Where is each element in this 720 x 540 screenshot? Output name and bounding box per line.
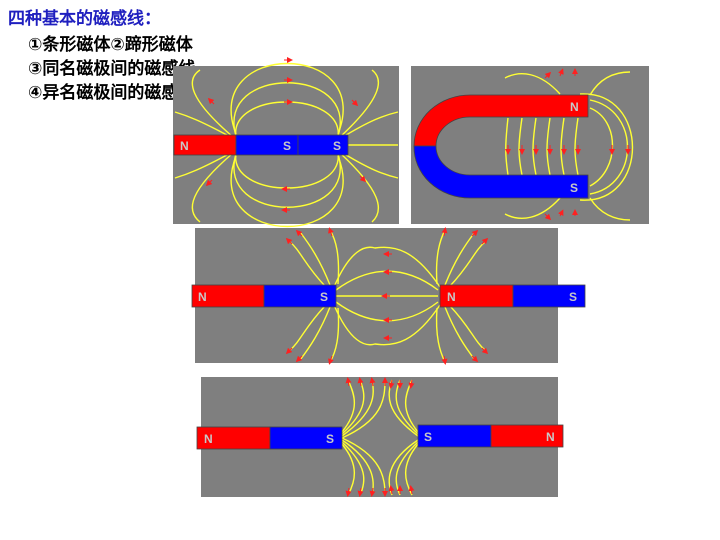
unlike-poles-figure: N S S N [196,377,564,497]
unlike-arrows [345,377,415,497]
unlike-right-s-label: S [424,430,432,444]
item-bar-horseshoe: ①条形磁体②蹄形磁体 [28,35,193,55]
like-left-n-label: N [198,290,207,304]
bar-magnet-figure: N S S [173,57,399,228]
panel-horseshoe [411,66,649,224]
page-title: 四种基本的磁感线： [8,9,161,29]
item-like-poles: ③同名磁极间的磁感线 [28,59,196,79]
unlike-left-south [269,426,343,450]
unlike-left-n-label: N [204,432,213,446]
like-right-s-label: S [569,290,577,304]
bar-n-label: N [180,139,189,153]
item-unlike-poles: ④异名磁极间的磁感线 [28,83,196,103]
unlike-right-n-label: N [546,430,555,444]
like-left-south [263,284,337,308]
bar-south-pole-2 [297,134,349,156]
horseshoe-south-arm [413,145,589,199]
unlike-right-north [490,424,564,448]
horseshoe-n-label: N [570,100,579,114]
bar-s2-label: S [333,139,341,153]
like-right-n-label: N [447,290,456,304]
horseshoe-magnet-figure: N S [411,66,649,224]
horseshoe-arrows [505,68,631,221]
horseshoe-s-label: S [570,181,578,195]
like-right-south [512,284,586,308]
like-poles-figure: N S N S [191,227,586,365]
bar-s-label: S [283,139,291,153]
like-left-s-label: S [320,290,328,304]
bar-arrows [205,57,367,213]
like-arrows [285,227,489,365]
unlike-left-s-label: S [326,432,334,446]
